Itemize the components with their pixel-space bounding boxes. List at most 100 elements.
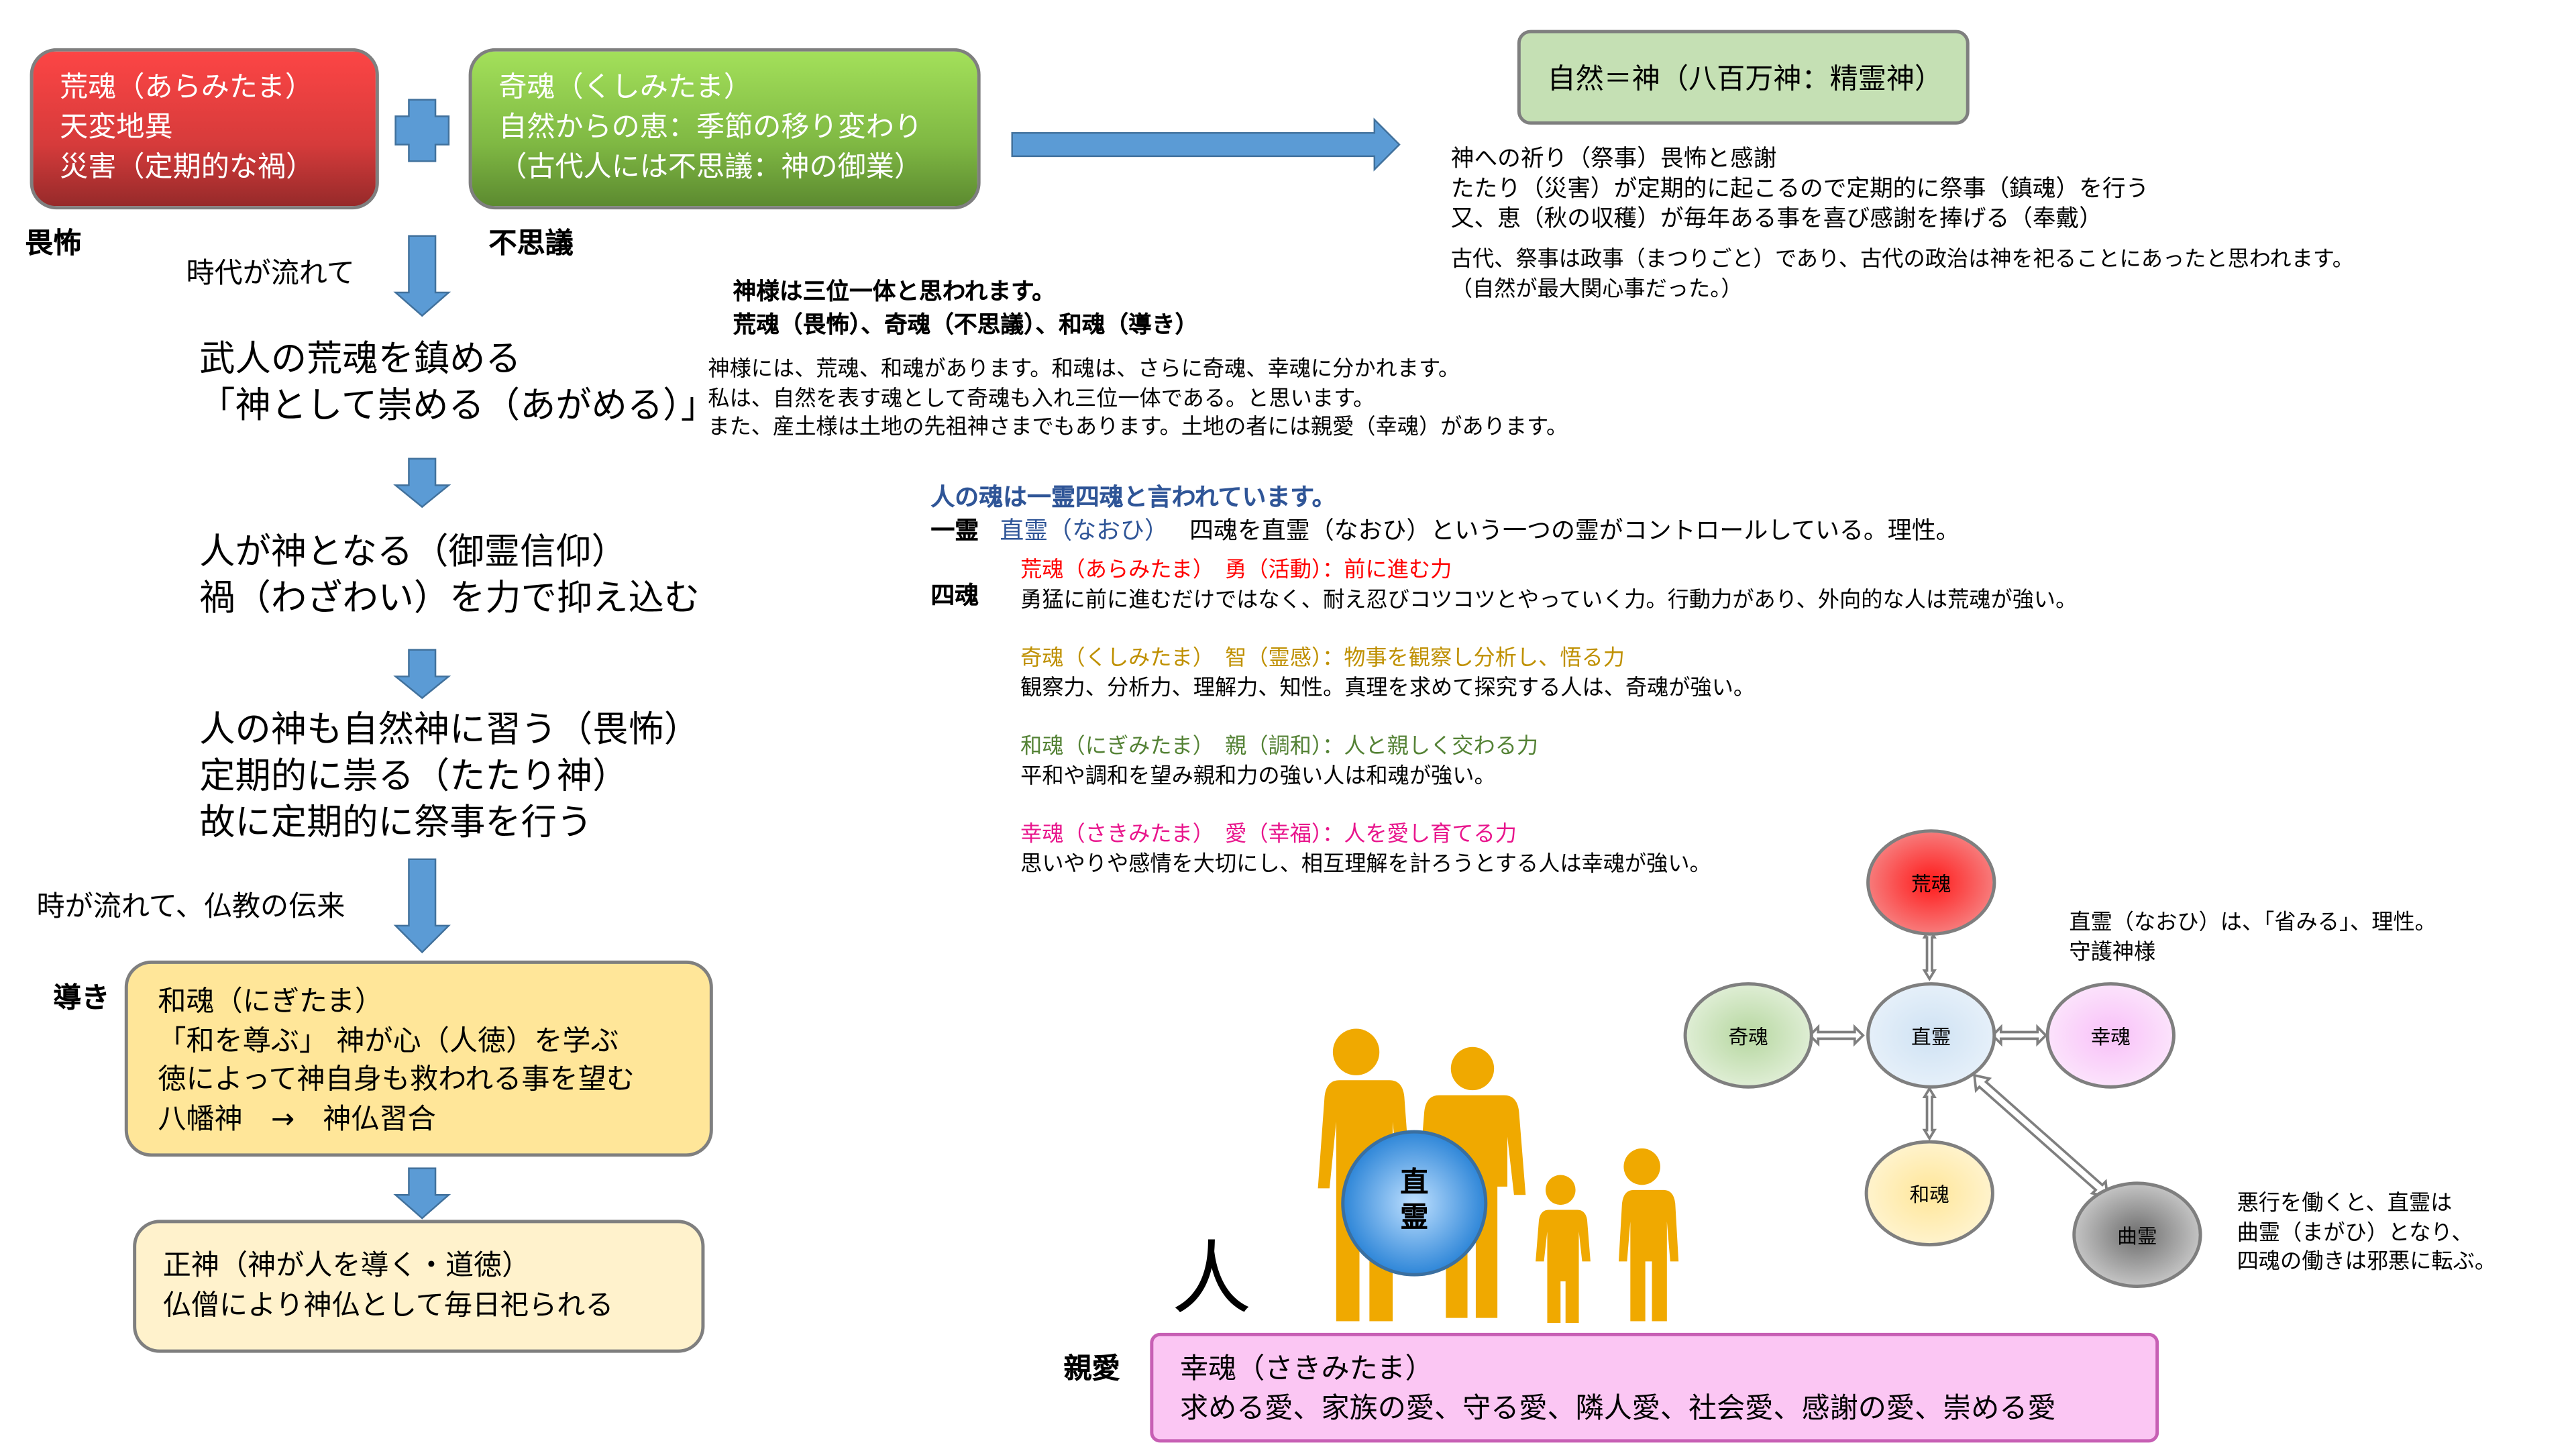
soul-item-desc: 思いやりや感情を大切にし、相互理解を計ろうとする人は幸魂が強い。 bbox=[1020, 851, 1711, 877]
node-sakimitama: 幸魂 bbox=[2045, 982, 2176, 1089]
box-line: （古代人には不思議：神の御業） bbox=[498, 151, 922, 184]
double-arrow-icon bbox=[1973, 1073, 2109, 1199]
naohi-figure-circle bbox=[1341, 1130, 1488, 1277]
aramitama-box: 荒魂（あらみたま） 天変地異 災害（定期的な禍） bbox=[30, 48, 379, 210]
figure-naohi-label: 直霊 bbox=[1400, 1167, 1429, 1235]
arrow-right-icon bbox=[1011, 117, 1401, 172]
node-label: 和魂 bbox=[1909, 1182, 1949, 1206]
node-kushimitama: 奇魂 bbox=[1683, 982, 1813, 1089]
step-line: 定期的に祟る（たたり神） bbox=[199, 756, 629, 798]
box-line: 災害（定期的な禍） bbox=[60, 151, 315, 184]
node-naohi: 直霊 bbox=[1866, 982, 1996, 1089]
box-line: 仏僧により神仏として毎日祀られる bbox=[162, 1289, 614, 1324]
jidai-label: 時代が流れて bbox=[186, 257, 355, 291]
note-line: 私は、自然を表す魂として奇魂も入れ三位一体である。と思います。 bbox=[708, 386, 1375, 412]
sanmi-bold-note: 神様は三位一体と思われます。 荒魂（畏怖）、奇魂（不思議）、和魂（導き） bbox=[733, 276, 1199, 342]
hito-label: 人 bbox=[1171, 1233, 1252, 1326]
box-line: 「和を尊ぶ」 神が心（人徳）を学ぶ bbox=[158, 1024, 619, 1058]
box-line: 八幡神 → 神仏習合 bbox=[158, 1102, 436, 1136]
note-line: 守護神様 bbox=[2069, 939, 2156, 965]
double-arrow-icon bbox=[1990, 1024, 2048, 1047]
soul-item-nigi: 和魂（にぎみたま） 親（調和）：人と親しく交わる力 平和や調和を望み親和力の強い… bbox=[1020, 733, 1538, 792]
ifu-label: 畏怖 bbox=[25, 227, 82, 261]
ichirei-row: 一霊 直霊（なおひ） 四魂を直霊（なおひ）という一つの霊がコントロールしている。… bbox=[930, 512, 1960, 547]
soul-item-saki: 幸魂（さきみたま） 愛（幸福）：人を愛し育てる力 思いやりや感情を大切にし、相互… bbox=[1020, 821, 1711, 879]
step-line: 故に定期的に祭事を行う bbox=[199, 802, 593, 845]
box-line: 正神（神が人を導く・道徳） bbox=[162, 1250, 531, 1283]
note-line: 古代、祭事は政事（まつりごと）であり、古代の政治は神を祀ることにあったと思われま… bbox=[1450, 248, 2355, 273]
soul-item-kushi: 奇魂（くしみたま） 智（霊感）：物事を観察し分析し、悟る力 観察力、分析力、理解… bbox=[1020, 645, 1755, 703]
note-line: 神様は三位一体と思われます。 bbox=[733, 279, 1055, 306]
step-line: 「神として崇める（あがめる）」 bbox=[199, 385, 717, 427]
matsuri-note: 神への祈り（祭事）畏怖と感謝 たたり（災害）が定期的に起こるので定期的に祭事（鎮… bbox=[1451, 145, 2149, 235]
arrow-down-icon bbox=[393, 235, 451, 317]
soul-heading: 人の魂は一霊四魂と言われています。 bbox=[930, 485, 1336, 513]
node-aramitama: 荒魂 bbox=[1866, 829, 1996, 936]
note-line: 悪行を働くと、直霊は bbox=[2237, 1191, 2453, 1217]
double-arrow-icon bbox=[1922, 926, 1937, 981]
note-line: 直霊（なおひ）は、「省みる」、理性。 bbox=[2069, 910, 2436, 936]
step-line: 人が神となる（御霊信仰） bbox=[199, 531, 627, 574]
box-line: 求める愛、家族の愛、守る愛、隣人愛、社会愛、感謝の愛、崇める愛 bbox=[1179, 1393, 2056, 1426]
flow-step-3: 人の神も自然神に習う（畏怖） 定期的に祟る（たたり神） 故に定期的に祭事を行う bbox=[199, 708, 700, 847]
box-line: 幸魂（さきみたま） bbox=[1179, 1352, 1434, 1387]
soul-item-ara: 荒魂（あらみたま） 勇（活動）：前に進む力 勇猛に前に進むだけではなく、耐え忍び… bbox=[1020, 557, 2077, 615]
arrow-down-icon bbox=[393, 858, 451, 954]
ichirei-desc: 四魂を直霊（なおひ）という一つの霊がコントロールしている。理性。 bbox=[1189, 518, 1960, 545]
note-line: 神様には、荒魂、和魂があります。和魂は、さらに奇魂、幸魂に分かれます。 bbox=[708, 357, 1460, 382]
note-line: 荒魂（畏怖）、奇魂（不思議）、和魂（導き） bbox=[733, 312, 1199, 339]
soul-item-title: 荒魂（あらみたま） 勇（活動）：前に進む力 bbox=[1020, 558, 1452, 584]
soul-item-desc: 観察力、分析力、理解力、知性。真理を求めて探究する人は、奇魂が強い。 bbox=[1020, 676, 1756, 701]
ichirei-name: 直霊（なおひ） bbox=[1000, 518, 1169, 545]
sanmi-note: 神様には、荒魂、和魂があります。和魂は、さらに奇魂、幸魂に分かれます。 私は、自… bbox=[708, 356, 1568, 443]
double-arrow-icon bbox=[1808, 1024, 1865, 1047]
note-line: たたり（災害）が定期的に起こるので定期的に祭事（鎮魂）を行う bbox=[1450, 176, 2149, 203]
box-line: 自然からの恵：季節の移り変わり bbox=[498, 111, 922, 145]
arrow-down-icon bbox=[393, 1167, 451, 1220]
node-label: 荒魂 bbox=[1911, 871, 1951, 896]
fushigi-label: 不思議 bbox=[488, 227, 574, 261]
ichirei-label: 一霊 bbox=[930, 518, 979, 545]
step-line: 禍（わざわい）を力で抑え込む bbox=[199, 578, 700, 621]
node-label: 幸魂 bbox=[2090, 1024, 2131, 1049]
node-label: 直霊 bbox=[1911, 1024, 1951, 1049]
node-label: 奇魂 bbox=[1728, 1024, 1768, 1049]
box-line: 荒魂（あらみたま） bbox=[60, 71, 313, 105]
node-nigimitama: 和魂 bbox=[1864, 1140, 1994, 1247]
note-line: また、産土様は土地の先祖神さまでもあります。土地の者には親愛（幸魂）があります。 bbox=[708, 415, 1568, 441]
magahi-note: 悪行を働くと、直霊は 曲霊（まがひ）となり、 四魂の働きは邪悪に転ぶ。 bbox=[2237, 1190, 2497, 1277]
box-line: 奇魂（くしみたま） bbox=[498, 71, 753, 105]
soul-item-title: 奇魂（くしみたま） 智（霊感）：物事を観察し分析し、悟る力 bbox=[1020, 646, 1625, 672]
plus-icon bbox=[394, 99, 450, 162]
box-line: 天変地異 bbox=[60, 111, 173, 145]
node-label: 曲霊 bbox=[2117, 1224, 2157, 1248]
note-line: 曲霊（まがひ）となり、 bbox=[2237, 1220, 2473, 1246]
box-line: 和魂（にぎたま） bbox=[158, 985, 384, 1019]
bukkyo-label: 時が流れて、仏教の伝来 bbox=[36, 890, 345, 924]
naohi-note: 直霊（なおひ）は、「省みる」、理性。 守護神様 bbox=[2069, 909, 2436, 967]
note-line: 神への祈り（祭事）畏怖と感謝 bbox=[1450, 146, 1777, 173]
node-magahi: 曲霊 bbox=[2072, 1181, 2202, 1288]
note-line: （自然が最大関心事だった。） bbox=[1450, 276, 1743, 302]
kushimitama-box: 奇魂（くしみたま） 自然からの恵：季節の移り変わり （古代人には不思議：神の御業… bbox=[468, 48, 981, 210]
note-line: 又、恵（秋の収穫）が毎年ある事を喜び感謝を捧げる（奉戴） bbox=[1450, 206, 2102, 233]
shinai-label: 親愛 bbox=[1063, 1352, 1120, 1387]
step-line: 武人の荒魂を鎮める bbox=[199, 339, 521, 381]
flow-step-2: 人が神となる（御霊信仰） 禍（わざわい）を力で抑え込む bbox=[199, 530, 700, 623]
soul-item-title: 和魂（にぎみたま） 親（調和）：人と親しく交わる力 bbox=[1020, 735, 1539, 760]
note-line: 四魂の働きは邪悪に転ぶ。 bbox=[2237, 1250, 2497, 1275]
seishin-box: 正神（神が人を導く・道徳） 仏僧により神仏として毎日祀られる bbox=[133, 1220, 705, 1353]
kodai-note: 古代、祭事は政事（まつりごと）であり、古代の政治は神を祀ることにあったと思われま… bbox=[1451, 246, 2354, 305]
arrow-down-icon bbox=[393, 649, 451, 700]
soul-item-title: 幸魂（さきみたま） 愛（幸福）：人を愛し育てる力 bbox=[1020, 822, 1517, 848]
nature-box: 自然＝神（八百万神：精霊神） bbox=[1517, 30, 1970, 125]
box-line: 徳によって神自身も救われる事を望む bbox=[158, 1063, 635, 1097]
soul-item-desc: 勇猛に前に進むだけではなく、耐え忍びコツコツとやっていく力。行動力があり、外向的… bbox=[1020, 587, 2078, 612]
shikon-label: 四魂 bbox=[930, 583, 979, 610]
arrow-down-icon bbox=[393, 458, 451, 508]
soul-item-desc: 平和や調和を望み親和力の強い人は和魂が強い。 bbox=[1020, 763, 1496, 789]
sakimitama-box: 幸魂（さきみたま） 求める愛、家族の愛、守る愛、隣人愛、社会愛、感謝の愛、崇める… bbox=[1150, 1332, 2159, 1443]
step-line: 人の神も自然神に習う（畏怖） bbox=[199, 709, 700, 751]
